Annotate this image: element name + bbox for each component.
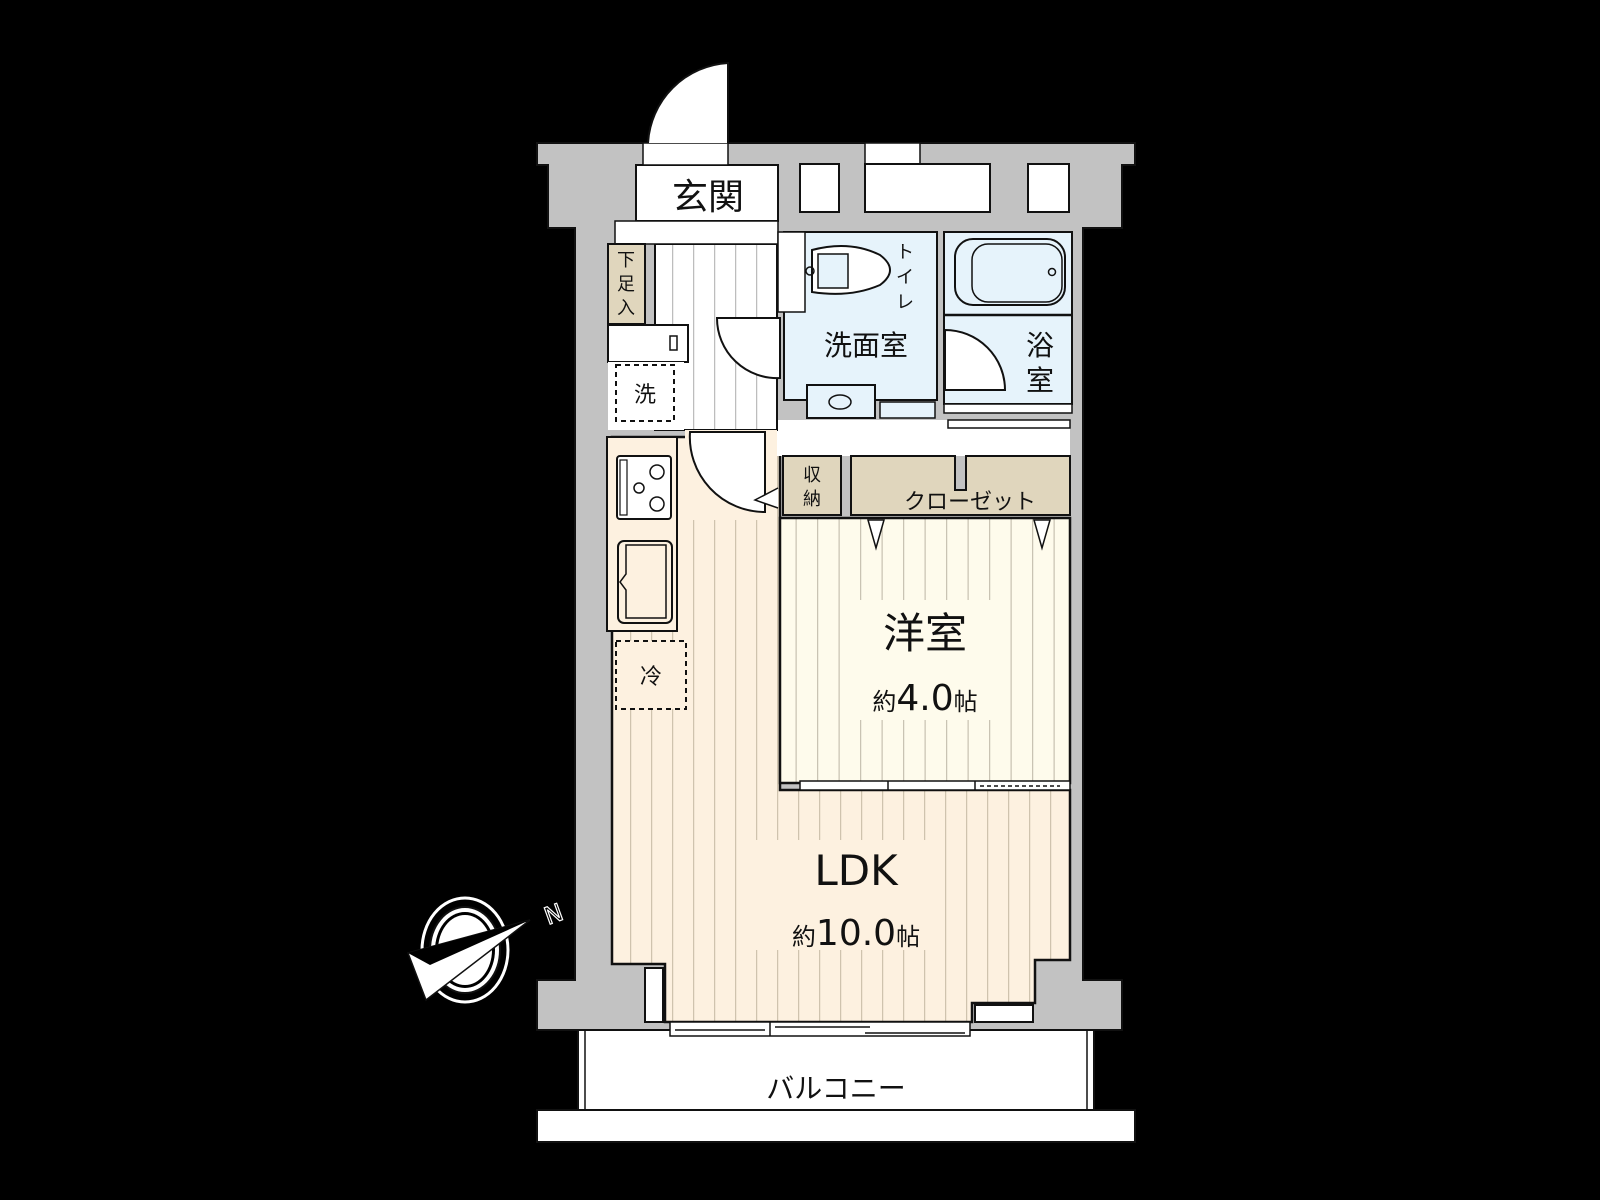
ldk-area-prefix: 約	[792, 923, 816, 951]
ldk-area: 約10.0帖	[792, 913, 920, 954]
washroom: ト イ レ 洗面室	[715, 231, 938, 419]
western-room-area-prefix: 約	[872, 688, 896, 716]
bathtub-icon	[954, 238, 1066, 306]
balcony-label: バルコニー	[766, 1072, 905, 1105]
western-room: 洋室 約4.0帖	[778, 516, 1072, 791]
balcony: バルコニー	[536, 1029, 1136, 1143]
western-room-area: 約4.0帖	[872, 678, 977, 719]
ldk-door	[688, 431, 779, 514]
storage-label-char-2: 納	[803, 489, 821, 510]
refrigerator-label: 冷	[640, 665, 662, 690]
western-room-area-unit: 帖	[954, 688, 978, 716]
ldk: LDK 約10.0帖	[610, 435, 1072, 1037]
vanity-sink-icon	[806, 384, 876, 419]
western-room-label: 洋室	[883, 609, 967, 658]
washer-space: 洗	[608, 362, 684, 430]
entrance: 玄関	[614, 61, 779, 245]
toilet-char-2: イ	[896, 267, 914, 288]
north-arrow-icon: N	[407, 896, 568, 1004]
hallway	[777, 419, 1071, 456]
north-label: N	[540, 898, 566, 930]
pipe-shafts	[799, 142, 1070, 213]
shoe-box-char-3: 入	[617, 298, 635, 319]
closet-label: クローゼット	[904, 490, 1036, 515]
sink-icon	[617, 540, 673, 624]
shoe-box-char-2: 足	[617, 274, 635, 295]
toilet-char-1: ト	[896, 242, 914, 263]
bathroom: 浴 室	[943, 231, 1073, 414]
toilet-char-3: レ	[896, 292, 914, 313]
shoe-box-char-1: 下	[617, 250, 635, 271]
refrigerator-space	[615, 640, 687, 710]
bathroom-char-1: 浴	[1026, 329, 1054, 362]
storage-label-char-1: 収	[803, 465, 821, 486]
kitchen-counter: 冷	[606, 436, 687, 710]
ldk-area-value: 10.0	[816, 913, 896, 954]
ldk-area-unit: 帖	[896, 923, 920, 951]
bathroom-char-2: 室	[1026, 364, 1054, 397]
storage: 収 納	[782, 455, 842, 516]
western-room-area-value: 4.0	[896, 678, 953, 719]
washer-label: 洗	[634, 383, 656, 408]
front-door-swing	[647, 61, 729, 144]
washroom-label: 洗面室	[824, 329, 908, 362]
toilet-icon	[805, 245, 891, 295]
ldk-label: LDK	[814, 846, 899, 895]
closet: クローゼット	[850, 455, 1071, 516]
entrance-label: 玄関	[672, 177, 744, 218]
